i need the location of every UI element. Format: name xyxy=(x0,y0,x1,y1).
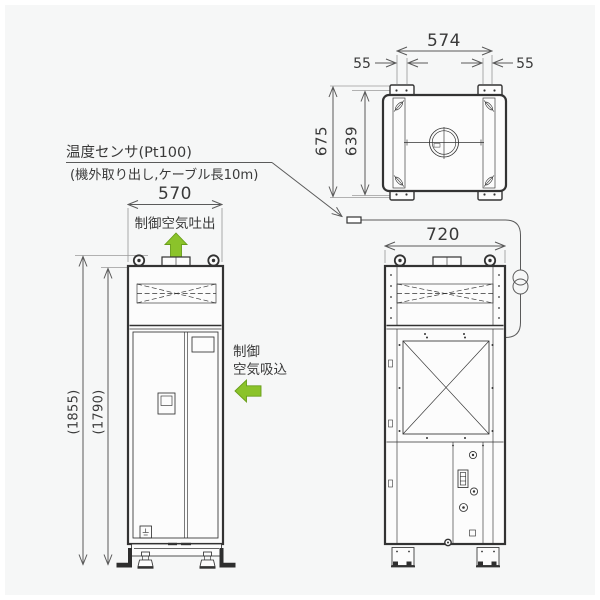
tiny-marking xyxy=(433,143,441,148)
access-panel xyxy=(398,336,494,439)
lifting-eyebolt-icon xyxy=(132,254,146,267)
foot-block xyxy=(476,547,500,568)
slot-marks xyxy=(393,100,495,187)
air-inlet-label-line1: 制御 xyxy=(233,344,260,360)
hinge-marks xyxy=(388,359,393,488)
front-base xyxy=(131,542,222,557)
dim-574: 574 xyxy=(397,31,492,84)
dim-1855: (1855) xyxy=(67,255,148,565)
air-inlet-callout: 制御 空気吸込 xyxy=(233,344,287,404)
sensor-label-line1: 温度センサ(Pt100) xyxy=(66,144,192,161)
front-view: 570 制御空気吐出 (1855) (1790) xyxy=(67,184,236,569)
exhaust-grille xyxy=(396,283,494,304)
side-cabinet-body xyxy=(383,264,507,546)
top-view: 574 55 55 675 639 xyxy=(313,31,534,201)
dim-570: 570 xyxy=(128,184,222,262)
top-view-right-rail xyxy=(482,97,496,189)
anchor-bracket xyxy=(116,548,132,568)
leader-line xyxy=(271,162,342,217)
duct-hole xyxy=(404,127,484,159)
dim-55-left: 55 xyxy=(353,56,428,72)
dim-depth-overall-label: 675 xyxy=(313,126,331,156)
lifting-eyebolt-icon xyxy=(483,254,497,267)
dim-front-width-label: 570 xyxy=(158,184,192,204)
air-inlet-arrow-icon xyxy=(234,378,262,404)
temperature-sensor xyxy=(346,216,362,224)
door-handle xyxy=(157,392,176,415)
exhaust-grille xyxy=(136,283,217,304)
dim-height-body-label: (1790) xyxy=(92,389,107,434)
dim-offset-left-label: 55 xyxy=(353,56,371,72)
lifting-eyebolt-icon xyxy=(207,254,220,267)
nameplate xyxy=(191,336,215,353)
side-view: 720 xyxy=(383,225,507,568)
foot-block xyxy=(391,547,415,568)
temperature-sensor-callout: 温度センサ(Pt100) (機外取り出し,ケーブル長10m) xyxy=(66,144,529,338)
page-background xyxy=(5,5,595,595)
rivet-dots xyxy=(390,274,500,319)
dim-1790: (1790) xyxy=(92,267,129,565)
cable-coil xyxy=(512,269,529,295)
door xyxy=(132,331,219,539)
dim-55-right: 55 xyxy=(461,56,534,72)
dim-675: 675 xyxy=(313,85,396,198)
dim-height-overall-label: (1855) xyxy=(67,389,82,434)
dim-offset-right-label: 55 xyxy=(516,56,534,72)
sensor-label-line2: (機外取り出し,ケーブル長10m) xyxy=(70,166,258,183)
dim-639: 639 xyxy=(343,90,404,196)
leveling-foot xyxy=(137,551,154,569)
dim-720: 720 xyxy=(385,225,505,263)
connector-panel xyxy=(444,442,484,547)
top-view-left-rail xyxy=(392,97,406,189)
leveling-foot xyxy=(199,551,216,569)
front-cabinet-body xyxy=(126,264,225,546)
lifting-eyebolt-icon xyxy=(393,254,407,267)
air-outlet-label: 制御空気吐出 xyxy=(135,216,216,232)
air-inlet-label-line2: 空気吸込 xyxy=(233,362,287,378)
dim-depth-inner-label: 639 xyxy=(343,126,361,156)
top-view-body xyxy=(381,93,508,193)
dim-top-width-label: 574 xyxy=(427,31,461,51)
ground-symbol-icon xyxy=(139,525,152,539)
anchor-bracket xyxy=(219,548,236,568)
dim-side-depth-label: 720 xyxy=(426,225,460,245)
